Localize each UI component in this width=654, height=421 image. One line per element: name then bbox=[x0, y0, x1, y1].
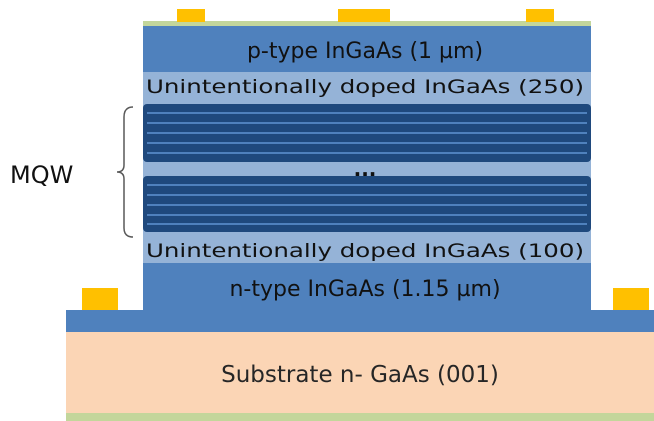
p-type-label: p-type InGaAs (1 µm) bbox=[247, 39, 483, 64]
top-right-contact bbox=[526, 9, 554, 22]
top-thin-film bbox=[143, 21, 591, 26]
bottom-right-contact bbox=[613, 288, 649, 310]
n-type-label: n-type InGaAs (1.15 µm) bbox=[229, 277, 500, 302]
top-center-contact bbox=[338, 9, 390, 22]
p-type-layer bbox=[143, 26, 591, 72]
substrate-layer bbox=[66, 332, 654, 413]
undoped-bottom-layer bbox=[143, 236, 591, 263]
upper-quantum-well-stack bbox=[143, 104, 591, 162]
undoped-top-label: Unintentionally doped InGaAs (250) bbox=[146, 76, 584, 98]
ellipsis-label: ... bbox=[354, 157, 377, 181]
undoped-bottom-label: Unintentionally doped InGaAs (100) bbox=[146, 240, 584, 262]
lower-quantum-well-stack bbox=[143, 176, 591, 232]
n-type-layer bbox=[143, 263, 591, 310]
mqw-brace bbox=[116, 106, 134, 238]
bottom-left-contact bbox=[82, 288, 118, 310]
top-left-contact bbox=[177, 9, 205, 22]
mqw-label: MQW bbox=[10, 161, 73, 189]
substrate-label: Substrate n- GaAs (001) bbox=[221, 362, 499, 388]
undoped-top-layer bbox=[143, 72, 591, 100]
n-type-base-shelf bbox=[66, 310, 654, 332]
substrate-bottom-film bbox=[66, 413, 654, 421]
